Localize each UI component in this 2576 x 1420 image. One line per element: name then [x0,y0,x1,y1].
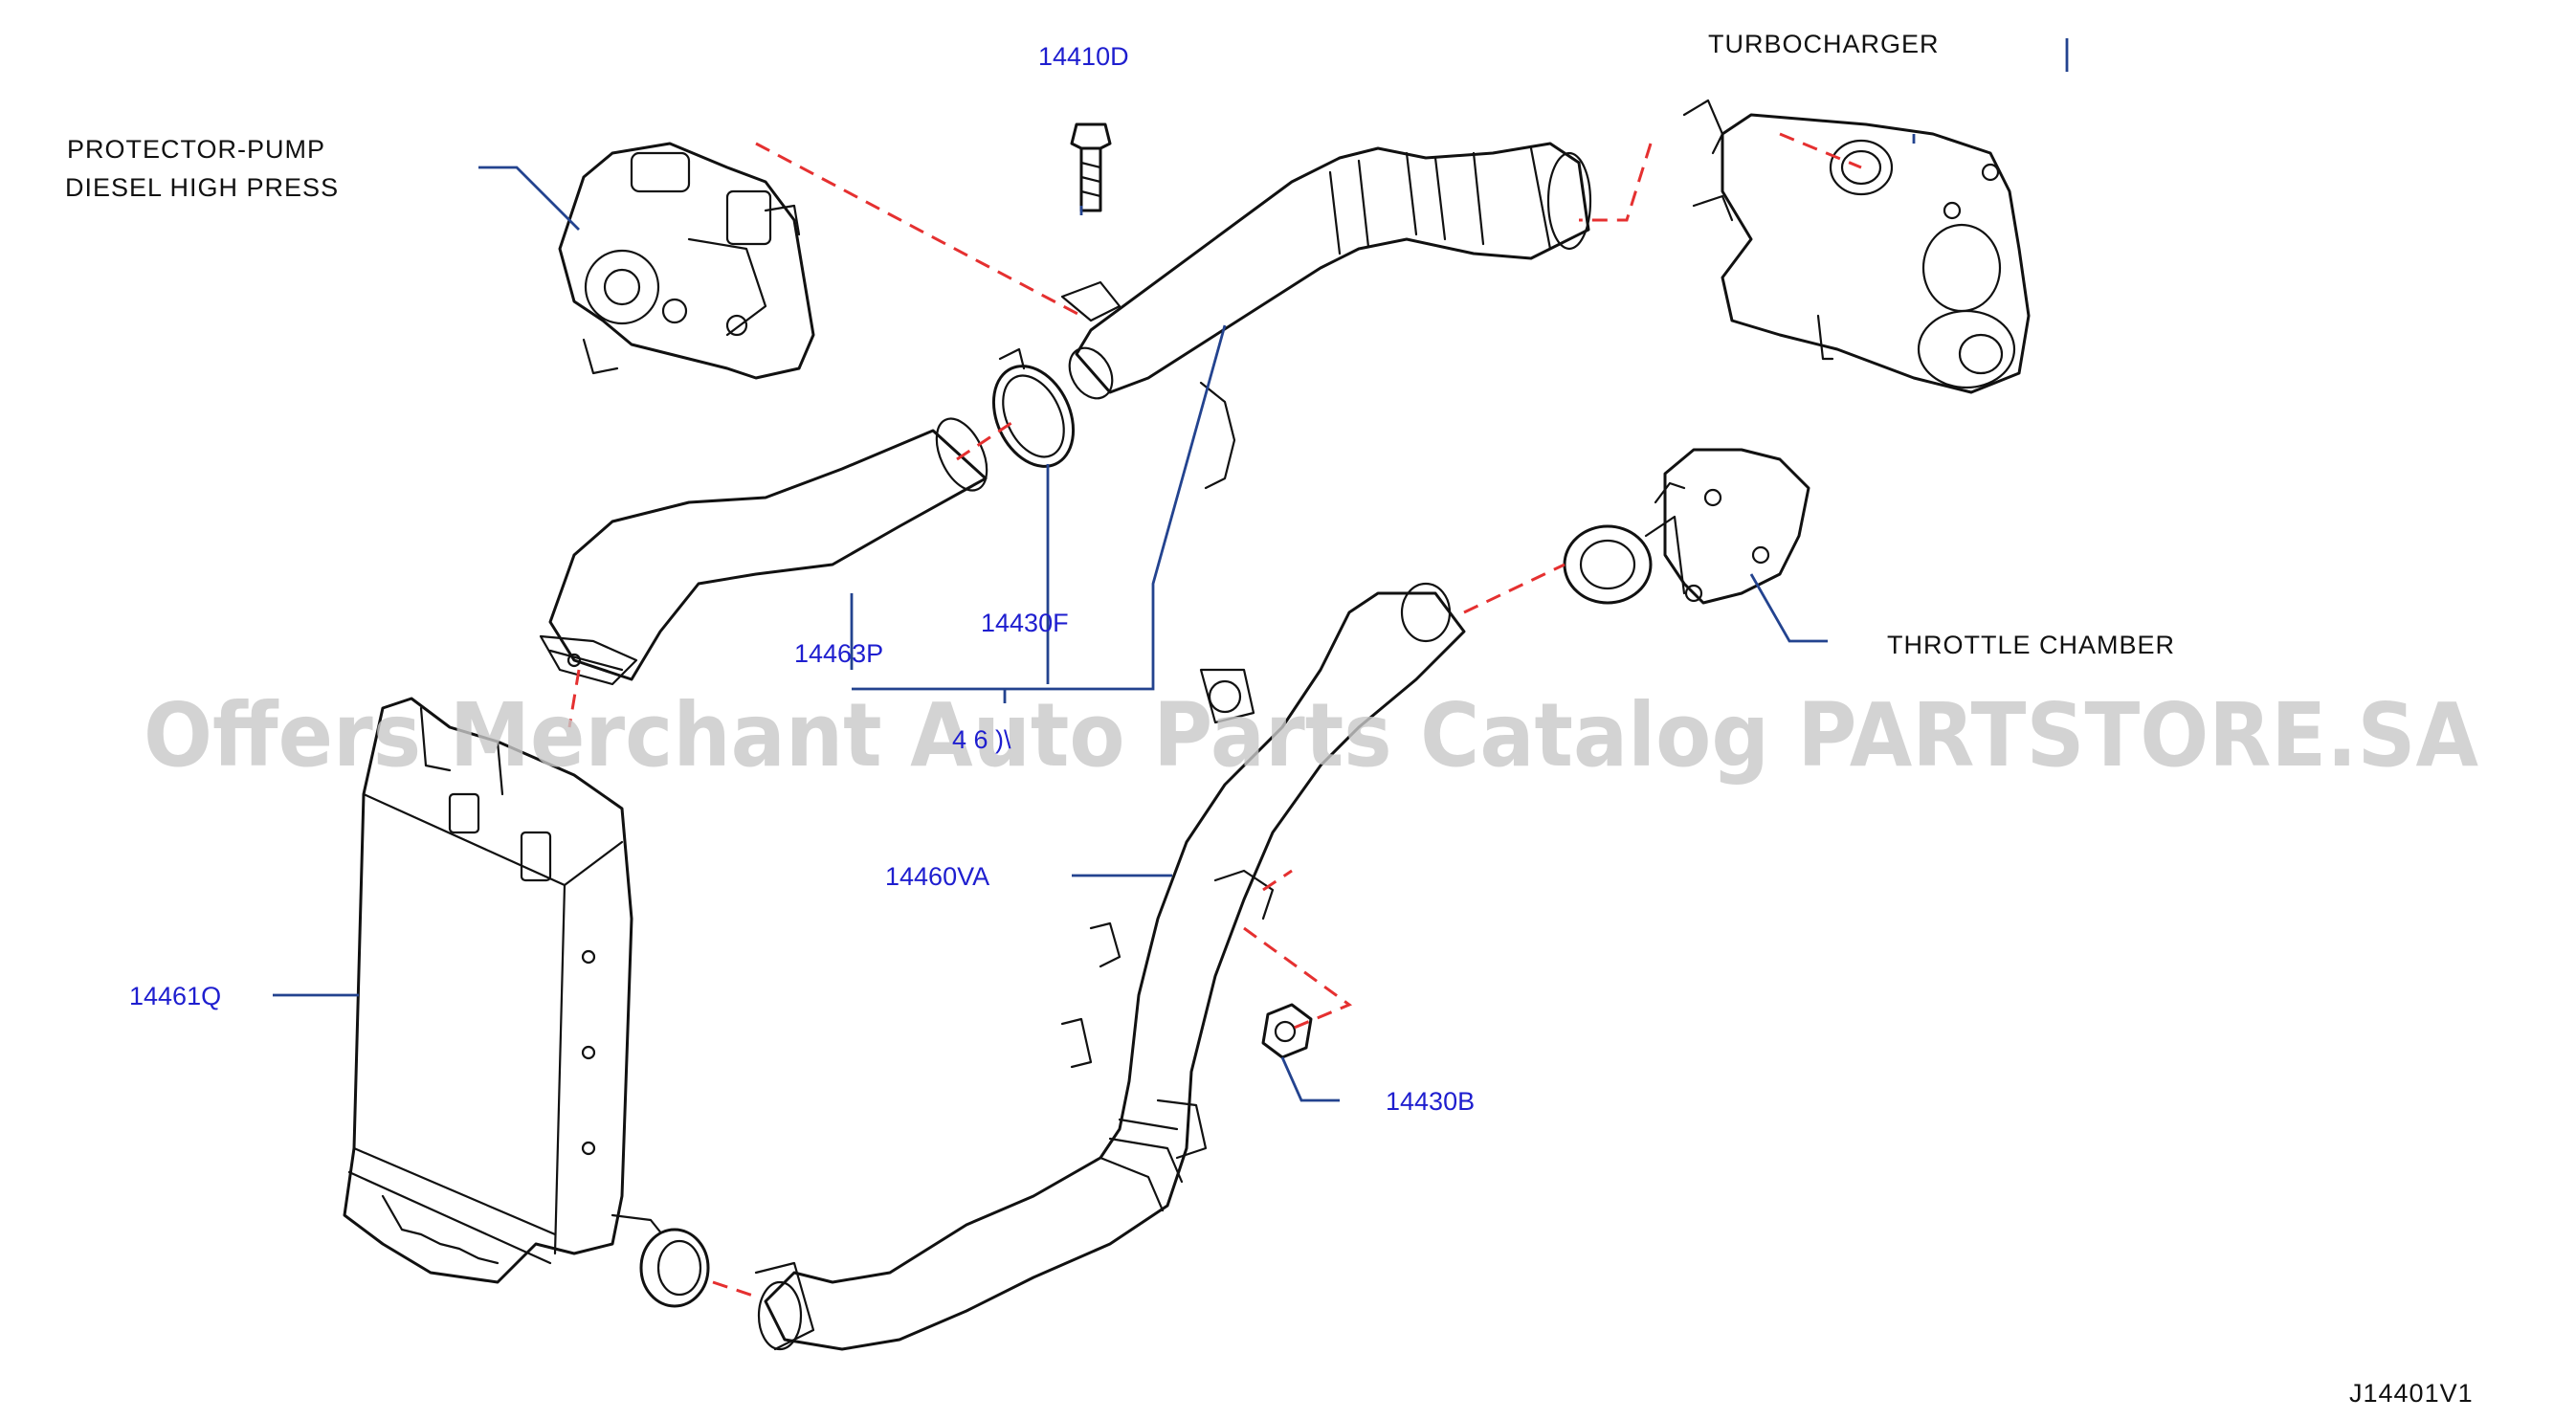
connection-dash-lines [567,132,1862,1298]
leader-lines [273,38,2069,1102]
part-number-clamp[interactable]: 14430F [981,609,1069,637]
part-number-bolt[interactable]: 14410D [1038,42,1129,71]
watermark-text: Offers Merchant Auto Parts Catalog PARTS… [144,684,2478,787]
part-number-upper-hose[interactable]: 14463P [794,639,883,668]
throttle-chamber-label: THROTTLE CHAMBER [1887,631,2175,659]
part-number-tube-group[interactable]: 4 6 )\ [952,725,1011,754]
upper-hose-drawing [539,417,988,686]
bolt-drawing [1070,122,1112,212]
part-number-nut[interactable]: 14430B [1386,1087,1475,1116]
protector-pump-drawing [558,142,815,380]
turbo-inlet-hose-drawing [1060,142,1592,400]
part-number-lower-tube[interactable]: 14460VA [885,862,989,891]
protector-pump-label-line1: PROTECTOR-PUMP [67,135,325,164]
turbocharger-drawing [1682,99,2031,394]
protector-pump-label-line2: DIESEL HIGH PRESS [65,173,339,202]
lower-tube-drawing [754,381,1466,1351]
hose-clamp-drawing [991,347,1076,468]
diagram-id: J14401V1 [2349,1379,2474,1408]
throttle-chamber-drawing [1563,448,1810,605]
part-number-intercooler[interactable]: 14461Q [129,982,221,1010]
intercooler-drawing [343,697,710,1308]
turbocharger-label: TURBOCHARGER [1708,30,1940,58]
nut-drawing [1261,1003,1313,1059]
